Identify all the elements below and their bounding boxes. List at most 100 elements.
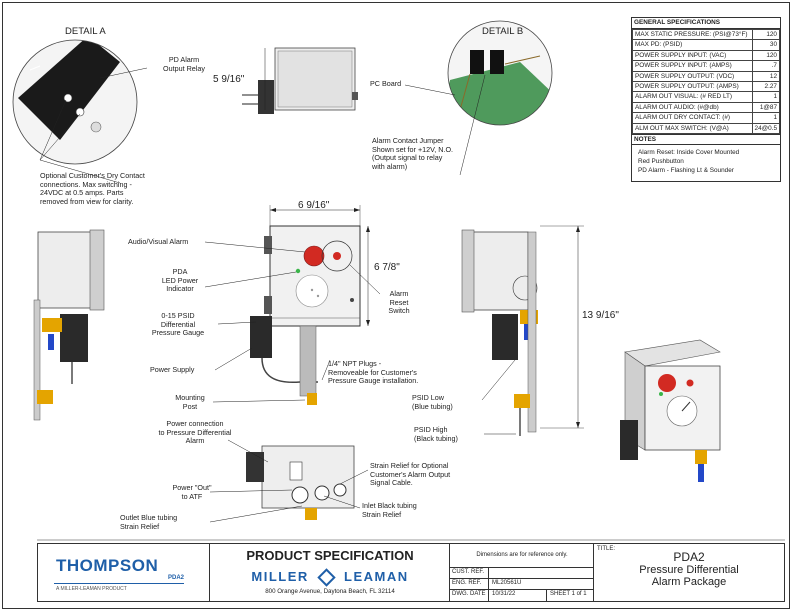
spec-label: MAX STATIC PRESSURE: (PSI@73°F) bbox=[632, 28, 753, 41]
spec-label: ALARM OUT DRY CONTACT: (#) bbox=[632, 112, 753, 124]
dim-front-width: 6 9/16" bbox=[298, 200, 330, 211]
cust-ref-row: CUST. REF. bbox=[450, 567, 594, 579]
spec-label: POWER SUPPLY INPUT: (VAC) bbox=[632, 49, 753, 62]
spec-row: ALARM OUT AUDIO: (#@db)1@87 bbox=[632, 101, 781, 114]
label-psid-high: PSID High (Black tubing) bbox=[414, 425, 458, 443]
spec-label: POWER SUPPLY OUTPUT: (VDC) bbox=[632, 70, 753, 83]
product-description: Pressure Differential Alarm Package bbox=[639, 564, 739, 588]
thompson-logo: THOMPSON bbox=[56, 556, 158, 576]
dim-note: Dimensions are for reference only. bbox=[450, 544, 594, 568]
spec-value: 120 bbox=[751, 28, 781, 41]
logo-rule bbox=[54, 583, 184, 584]
dim-side-height: 13 9/16" bbox=[582, 310, 619, 321]
label-alarm-reset: Alarm Reset Switch bbox=[388, 289, 410, 316]
company-left: MILLER bbox=[251, 569, 309, 584]
spec-value: 1 bbox=[751, 91, 781, 103]
diamond-icon bbox=[317, 568, 336, 587]
divider bbox=[546, 589, 547, 601]
eng-ref-value: ML20561U bbox=[492, 580, 522, 586]
detail-b-title: DETAIL B bbox=[482, 26, 524, 37]
spec-value: 120 bbox=[751, 49, 781, 62]
left-side-view bbox=[33, 229, 105, 421]
label-led-power: PDA LED Power Indicator bbox=[161, 267, 199, 294]
eng-ref-label: ENG. REF. bbox=[452, 580, 482, 586]
spec-label: ALARM OUT AUDIO: (#@db) bbox=[632, 101, 753, 114]
spec-label: POWER SUPPLY OUTPUT: (AMPS) bbox=[632, 81, 753, 93]
leader-lines bbox=[204, 241, 516, 523]
spec-value: 24@0.5 bbox=[751, 122, 781, 135]
label-npt-plugs: 1/4" NPT Plugs - Removeable for Customer… bbox=[328, 359, 419, 386]
spec-value: 1 bbox=[751, 112, 781, 124]
top-view bbox=[242, 47, 358, 114]
label-outlet-blue: Outlet Blue tubing Strain Relief bbox=[120, 513, 178, 531]
divider bbox=[488, 567, 489, 578]
miller-leaman-logo: MILLER LEAMAN bbox=[210, 568, 450, 587]
logo-sub: PDA2 bbox=[168, 575, 185, 581]
company-cell: PRODUCT SPECIFICATION MILLER LEAMAN 800 … bbox=[210, 544, 450, 601]
reference-cell: Dimensions are for reference only. CUST.… bbox=[450, 544, 594, 601]
label-gauge: 0-15 PSID Differential Pressure Gauge bbox=[151, 311, 205, 338]
spec-value: 12 bbox=[751, 70, 781, 83]
spec-row: MAX STATIC PRESSURE: (PSI@73°F)120 bbox=[632, 28, 781, 41]
company-right: LEAMAN bbox=[344, 569, 409, 584]
title-block: THOMPSON PDA2 A MILLER-LEAMAN PRODUCT PR… bbox=[37, 543, 785, 602]
sheet-number: SHEET 1 of 1 bbox=[550, 591, 587, 597]
spec-row: POWER SUPPLY INPUT: (AMPS).7 bbox=[632, 60, 781, 72]
divider bbox=[488, 589, 489, 601]
label-inlet-black: Inlet Black tubing Strain Relief bbox=[362, 501, 417, 519]
label-power-connection: Power connection to Pressure Differentia… bbox=[158, 419, 232, 446]
label-dry-contact: Optional Customer's Dry Contact connecti… bbox=[40, 171, 145, 206]
spec-value: 30 bbox=[751, 39, 781, 51]
spec-label: ALARM OUT VISUAL: (# RED LT) bbox=[632, 91, 753, 103]
isometric-view bbox=[620, 339, 721, 482]
title-label: TITLE: bbox=[597, 546, 616, 552]
spec-row: ALARM OUT DRY CONTACT: (#)1 bbox=[632, 112, 781, 124]
title-cell: TITLE: PDA2 Pressure Differential Alarm … bbox=[594, 544, 784, 601]
spec-row: POWER SUPPLY OUTPUT: (VDC)12 bbox=[632, 70, 781, 83]
general-specifications-table: GENERAL SPECIFICATIONS MAX STATIC PRESSU… bbox=[631, 17, 781, 183]
spec-value: 1@87 bbox=[751, 101, 781, 114]
spec-row: ALM OUT MAX SWITCH: (V@A)24@0.5 bbox=[632, 122, 781, 135]
dim-top-height: 5 9/16" bbox=[213, 74, 245, 85]
spec-value: .7 bbox=[751, 60, 781, 72]
detail-a-title: DETAIL A bbox=[65, 26, 106, 37]
spec-row: POWER SUPPLY INPUT: (VAC)120 bbox=[632, 49, 781, 62]
dwg-date-row: DWG. DATE 10/31/22 SHEET 1 of 1 bbox=[450, 589, 594, 601]
label-jumper: Alarm Contact Jumper Shown set for +12V,… bbox=[372, 136, 454, 171]
spec-label: MAX PD: (PSID) bbox=[632, 39, 753, 51]
address: 800 Orange Avenue, Daytona Beach, FL 321… bbox=[265, 588, 395, 595]
spec-row: ALARM OUT VISUAL: (# RED LT)1 bbox=[632, 91, 781, 103]
spec-label: ALM OUT MAX SWITCH: (V@A) bbox=[632, 122, 753, 135]
label-mounting-post: Mounting Post bbox=[175, 393, 205, 411]
eng-ref-row: ENG. REF. ML20561U bbox=[450, 578, 594, 590]
detail-b-view bbox=[404, 20, 553, 176]
product-spec-heading: PRODUCT SPECIFICATION bbox=[246, 548, 414, 563]
label-power-out: Power "Out" to ATF bbox=[172, 483, 212, 501]
label-audio-visual: Audio/Visual Alarm bbox=[128, 237, 189, 246]
label-pc-board: PC Board bbox=[370, 79, 402, 88]
label-power-supply: Power Supply bbox=[150, 365, 195, 374]
logo-initial: T bbox=[56, 556, 67, 575]
logo-brand: HOMPSON bbox=[66, 556, 159, 575]
spec-label: POWER SUPPLY INPUT: (AMPS) bbox=[632, 60, 753, 72]
front-view bbox=[250, 205, 370, 405]
right-side-view bbox=[461, 225, 584, 436]
label-pd-alarm-relay: PD Alarm Output Relay bbox=[163, 55, 205, 73]
dwg-date-label: DWG. DATE bbox=[452, 591, 486, 597]
dim-front-height: 6 7/8" bbox=[374, 262, 400, 273]
spec-value: 2.27 bbox=[751, 81, 781, 93]
notes-title: NOTES bbox=[632, 134, 780, 146]
logo-tagline: A MILLER-LEAMAN PRODUCT bbox=[56, 586, 127, 592]
spec-row: MAX PD: (PSID)30 bbox=[632, 39, 781, 51]
label-strain-relief: Strain Relief for Optional Customer's Al… bbox=[370, 461, 451, 488]
divider bbox=[488, 578, 489, 589]
label-psid-low: PSID Low (Blue tubing) bbox=[412, 393, 453, 411]
product-name: PDA2 bbox=[673, 550, 705, 564]
notes-body: Alarm Reset: Inside Cover Mounted Red Pu… bbox=[638, 149, 740, 174]
spec-title: GENERAL SPECIFICATIONS bbox=[632, 18, 780, 29]
logo-cell: THOMPSON PDA2 A MILLER-LEAMAN PRODUCT bbox=[38, 544, 210, 601]
